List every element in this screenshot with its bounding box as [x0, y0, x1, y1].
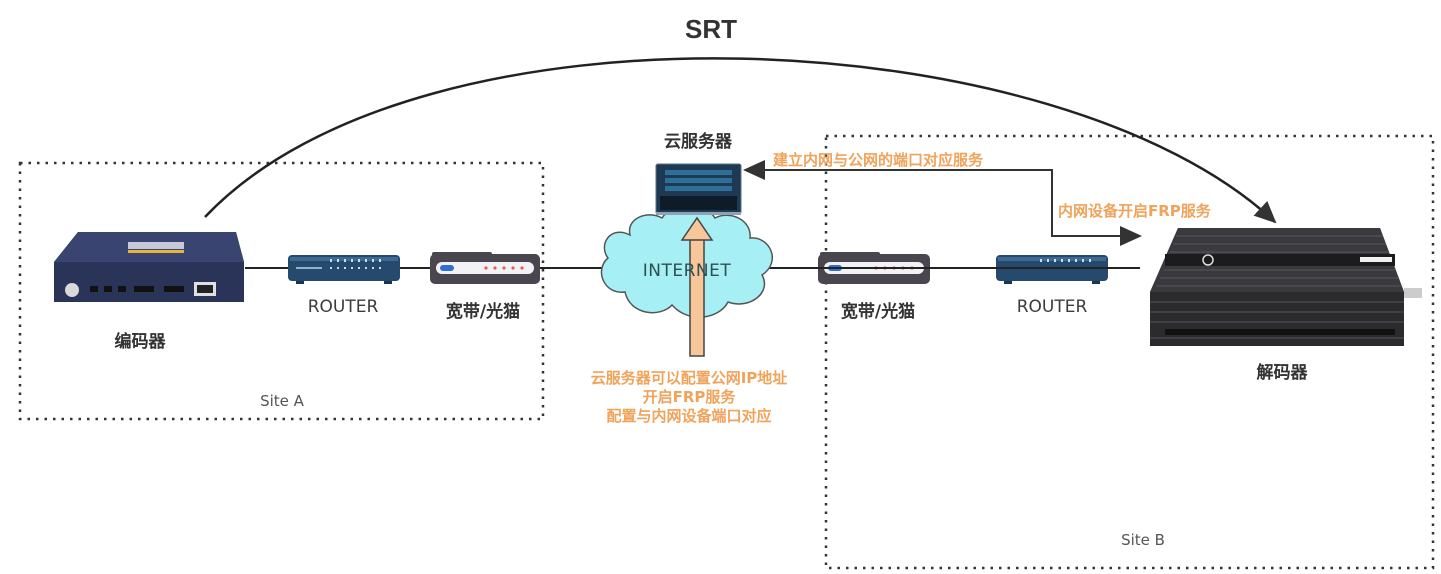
cloud-server-label: 云服务器	[664, 132, 732, 152]
modem-a-label: 宽带/光猫	[445, 302, 521, 322]
site-a-boundary	[18, 161, 545, 421]
site-b-boundary	[824, 134, 1435, 570]
port-mapping-annotation: 建立内网与公网的端口对应服务	[773, 151, 984, 169]
router-b-icon	[996, 255, 1108, 284]
modem-a-icon	[430, 252, 540, 284]
modem-b-icon	[818, 252, 930, 284]
server-note-1: 云服务器可以配置公网IP地址	[590, 369, 788, 387]
site-a-label: Site A	[260, 392, 304, 410]
frp-client-arrow	[1051, 170, 1142, 246]
router-b-label: ROUTER	[1016, 297, 1088, 317]
frp-client-annotation: 内网设备开启FRP服务	[1058, 202, 1211, 220]
server-notes: 云服务器可以配置公网IP地址 开启FRP服务 配置与内网设备端口对应	[591, 369, 788, 426]
decoder-label: 解码器	[1256, 363, 1308, 383]
srt-link-arc	[204, 57, 1277, 224]
server-config-arrow	[680, 216, 714, 357]
encoder-device-icon	[54, 232, 244, 302]
modem-b-label: 宽带/光猫	[840, 302, 916, 322]
site-b-label: Site B	[1121, 531, 1165, 549]
srt-title: SRT	[685, 14, 737, 44]
cloud-server-icon	[655, 163, 742, 215]
router-a-label: ROUTER	[307, 297, 379, 317]
server-note-3: 配置与内网设备端口对应	[606, 407, 772, 425]
internet-label: INTERNET	[642, 261, 732, 281]
encoder-label: 编码器	[114, 332, 166, 352]
router-a-icon	[288, 255, 400, 284]
decoder-device-icon	[1150, 228, 1422, 346]
port-mapping-arrow	[743, 160, 1053, 236]
server-note-2: 开启FRP服务	[642, 388, 736, 406]
